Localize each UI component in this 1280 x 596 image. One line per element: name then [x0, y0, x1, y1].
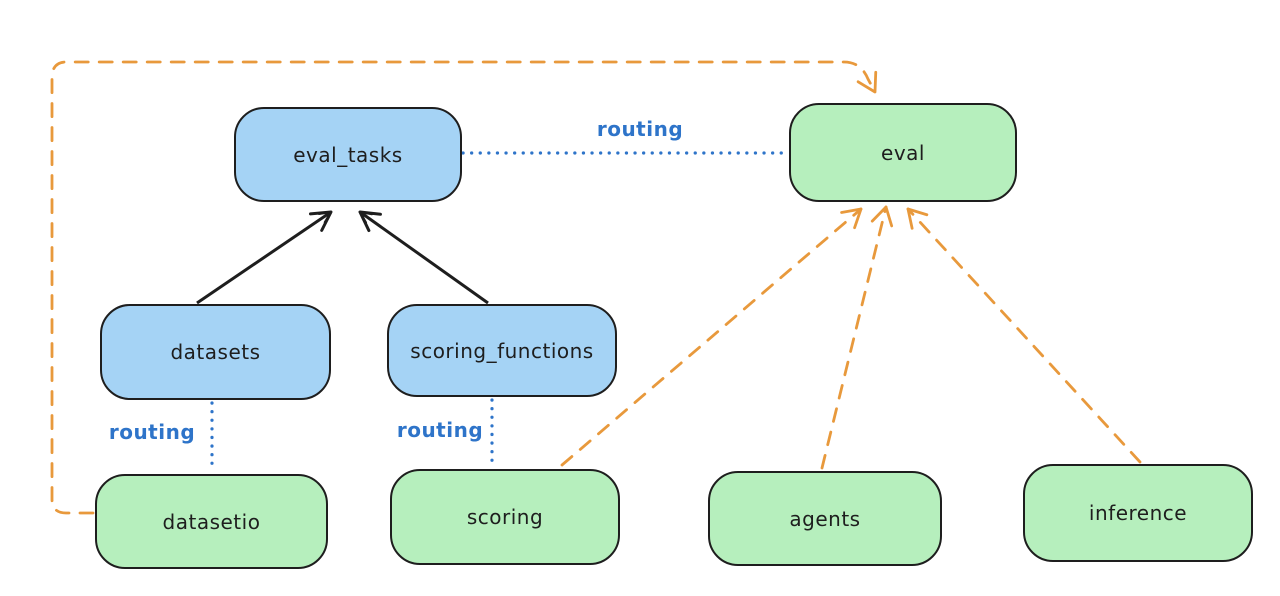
routing-label-evaltasks-eval: routing [596, 117, 684, 141]
edge-scoring-eval [560, 207, 863, 467]
node-datasetio: datasetio [95, 474, 328, 569]
node-eval: eval [789, 103, 1017, 202]
routing-label-datasets-datasetio: routing [108, 420, 196, 444]
node-scoring-label: scoring [466, 505, 544, 529]
node-scoring-functions: scoring_functions [387, 304, 617, 397]
node-scoring-functions-label: scoring_functions [410, 338, 594, 363]
node-datasets: datasets [100, 304, 331, 400]
edge-datasets-evaltasks [196, 210, 333, 305]
edge-scoringfunctions-evaltasks [358, 210, 489, 305]
edge-agents-eval [820, 205, 894, 470]
node-inference-label: inference [1088, 501, 1188, 525]
node-inference: inference [1023, 464, 1253, 562]
node-eval-tasks-label: eval_tasks [293, 142, 403, 167]
node-eval-label: eval [881, 140, 925, 165]
node-agents: agents [708, 471, 942, 566]
node-eval-tasks: eval_tasks [234, 107, 462, 202]
node-agents-label: agents [789, 506, 861, 531]
node-datasetio-label: datasetio [162, 509, 261, 534]
node-scoring: scoring [390, 469, 620, 565]
node-datasets-label: datasets [170, 340, 261, 364]
edge-datasetio-eval-loop [50, 60, 878, 515]
routing-label-scoringfunctions-scoring: routing [396, 418, 484, 442]
edge-inference-eval [906, 207, 1142, 464]
